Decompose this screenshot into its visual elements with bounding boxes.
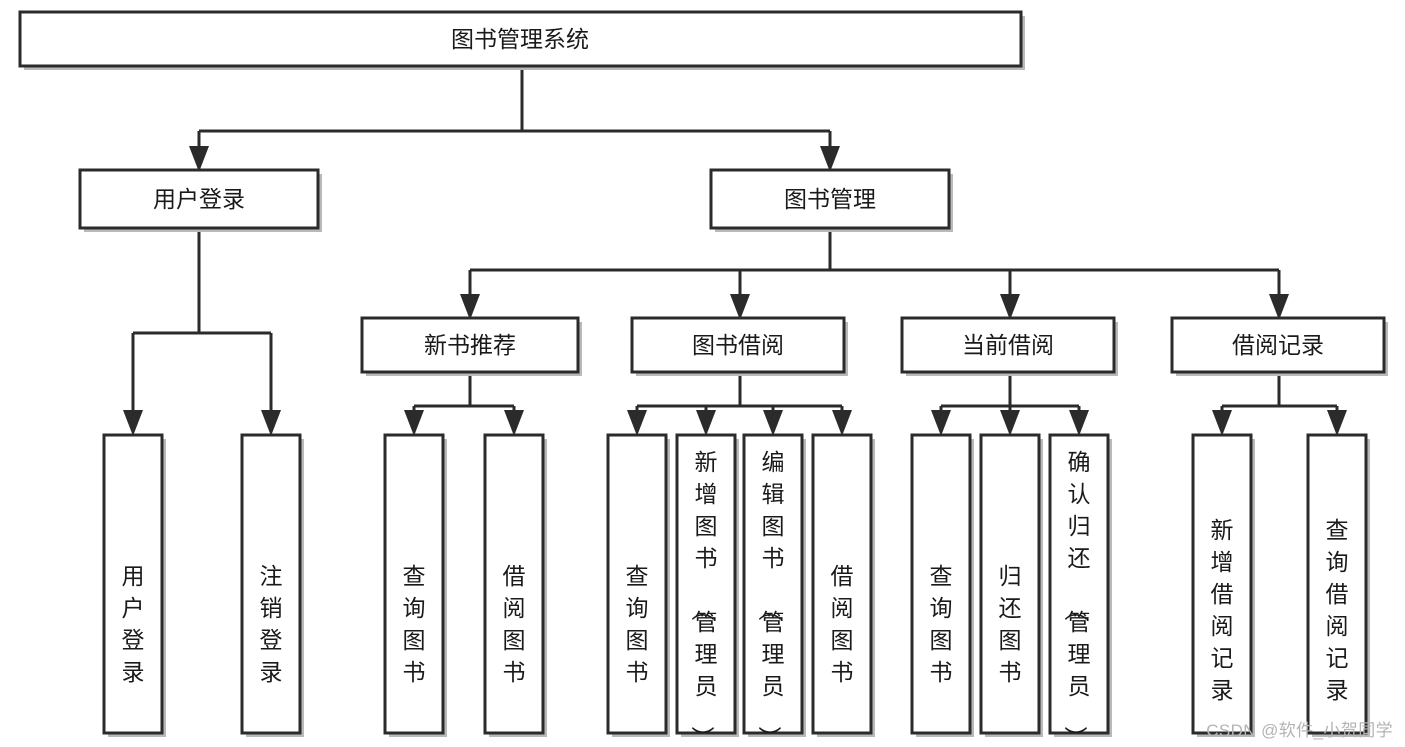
book-manage-box xyxy=(709,168,951,230)
node-leaf-query-book-1[interactable]: 查询图书 xyxy=(383,433,447,737)
node-current-borrow[interactable]: 当前借阅 xyxy=(900,316,1118,376)
leaf-query-record-label: 查询借阅记录 xyxy=(1326,517,1349,703)
arrowhead-leaf-add-book xyxy=(696,410,716,436)
leaf-add-book-label: 新增图书（管理员） xyxy=(690,449,718,747)
current-borrow-label: 当前借阅 xyxy=(962,332,1054,358)
leaf-logout-label: 注销登录 xyxy=(260,563,283,685)
node-leaf-add-book[interactable]: 新增图书（管理员） xyxy=(675,433,739,747)
leaf-add-record-box xyxy=(1191,433,1253,735)
leaf-edit-book-box xyxy=(742,433,804,735)
leaf-confirm-return-box xyxy=(1048,433,1110,735)
leaf-user-login-label: 用户登录 xyxy=(122,563,145,685)
leaf-borrow-book-2-box xyxy=(811,433,873,735)
arrowhead-new-book-rec xyxy=(460,294,480,320)
leaf-add-record-label: 新增借阅记录 xyxy=(1211,517,1234,703)
leaf-query-book-2-box xyxy=(606,433,668,735)
arrowhead-leaf-borrow-book-1 xyxy=(504,410,524,436)
leaf-query-book-3-box xyxy=(910,433,972,735)
arrowhead-leaf-user-login xyxy=(123,410,143,436)
leaf-query-record-box xyxy=(1306,433,1368,735)
node-borrow-record[interactable]: 借阅记录 xyxy=(1170,316,1388,376)
arrowhead-leaf-query-book-2 xyxy=(627,410,647,436)
node-leaf-borrow-book-1[interactable]: 借阅图书 xyxy=(483,433,547,737)
borrow-record-label: 借阅记录 xyxy=(1232,332,1324,358)
arrowhead-leaf-borrow-book-2 xyxy=(832,410,852,436)
user-login-box xyxy=(78,168,320,230)
node-leaf-borrow-book-2[interactable]: 借阅图书 xyxy=(811,433,875,737)
node-root[interactable]: 图书管理系统 xyxy=(18,10,1025,70)
node-book-manage[interactable]: 图书管理 xyxy=(709,168,953,232)
user-login-label: 用户登录 xyxy=(153,186,245,212)
leaf-user-login-box xyxy=(102,433,164,735)
arrowhead-leaf-query-book-1 xyxy=(404,410,424,436)
root-box xyxy=(18,10,1023,68)
root-label: 图书管理系统 xyxy=(451,26,589,52)
connector-layer xyxy=(123,70,1347,436)
leaf-query-book-2-label: 查询图书 xyxy=(626,563,649,685)
node-leaf-confirm-return[interactable]: 确认归还（管理员） xyxy=(1048,433,1112,747)
node-leaf-add-record[interactable]: 新增借阅记录 xyxy=(1191,433,1255,737)
leaf-query-book-3-label: 查询图书 xyxy=(930,563,953,685)
node-new-book-rec[interactable]: 新书推荐 xyxy=(360,316,582,376)
leaf-query-book-1-box xyxy=(383,433,445,735)
leaf-borrow-book-1-box xyxy=(483,433,545,735)
leaf-add-book-box xyxy=(675,433,737,735)
arrowhead-leaf-logout xyxy=(261,410,281,436)
node-leaf-user-login[interactable]: 用户登录 xyxy=(102,433,166,737)
new-book-rec-label: 新书推荐 xyxy=(424,332,516,358)
leaf-logout-box xyxy=(240,433,302,735)
arrowhead-current-borrow xyxy=(1000,294,1020,320)
arrowhead-leaf-query-book-3 xyxy=(931,410,951,436)
arrowhead-book-manage xyxy=(820,146,840,172)
book-borrow-box xyxy=(630,316,846,374)
node-user-login[interactable]: 用户登录 xyxy=(78,168,322,232)
leaf-edit-book-label: 编辑图书（管理员） xyxy=(757,449,785,747)
node-leaf-query-book-3[interactable]: 查询图书 xyxy=(910,433,974,737)
book-manage-label: 图书管理 xyxy=(784,186,876,212)
arrowhead-leaf-edit-book xyxy=(763,410,783,436)
leaf-borrow-book-1-label: 借阅图书 xyxy=(503,563,526,685)
leaf-return-book-box xyxy=(979,433,1041,735)
borrow-record-box xyxy=(1170,316,1386,374)
current-borrow-box xyxy=(900,316,1116,374)
node-leaf-return-book[interactable]: 归还图书 xyxy=(979,433,1043,737)
csdn-watermark: CSDN @软件_小贺同学 xyxy=(1206,721,1393,740)
leaf-return-book-label: 归还图书 xyxy=(999,563,1022,685)
arrowhead-leaf-confirm-return xyxy=(1069,410,1089,436)
node-leaf-edit-book[interactable]: 编辑图书（管理员） xyxy=(742,433,806,747)
node-leaf-query-book-2[interactable]: 查询图书 xyxy=(606,433,670,737)
node-leaf-query-record[interactable]: 查询借阅记录 xyxy=(1306,433,1370,737)
arrowhead-leaf-query-record xyxy=(1327,410,1347,436)
book-borrow-label: 图书借阅 xyxy=(692,332,784,358)
arrowhead-borrow-record xyxy=(1269,294,1289,320)
arrowhead-book-borrow xyxy=(730,294,750,320)
arrowhead-user-login xyxy=(189,146,209,172)
new-book-rec-box xyxy=(360,316,580,374)
node-leaf-logout[interactable]: 注销登录 xyxy=(240,433,304,737)
arrowhead-leaf-return-book xyxy=(1000,410,1020,436)
leaf-confirm-return-label: 确认归还（管理员） xyxy=(1063,449,1091,747)
arrowhead-leaf-add-record xyxy=(1212,410,1232,436)
node-book-borrow[interactable]: 图书借阅 xyxy=(630,316,848,376)
leaf-query-book-1-label: 查询图书 xyxy=(403,563,426,685)
leaf-borrow-book-2-label: 借阅图书 xyxy=(831,563,854,685)
